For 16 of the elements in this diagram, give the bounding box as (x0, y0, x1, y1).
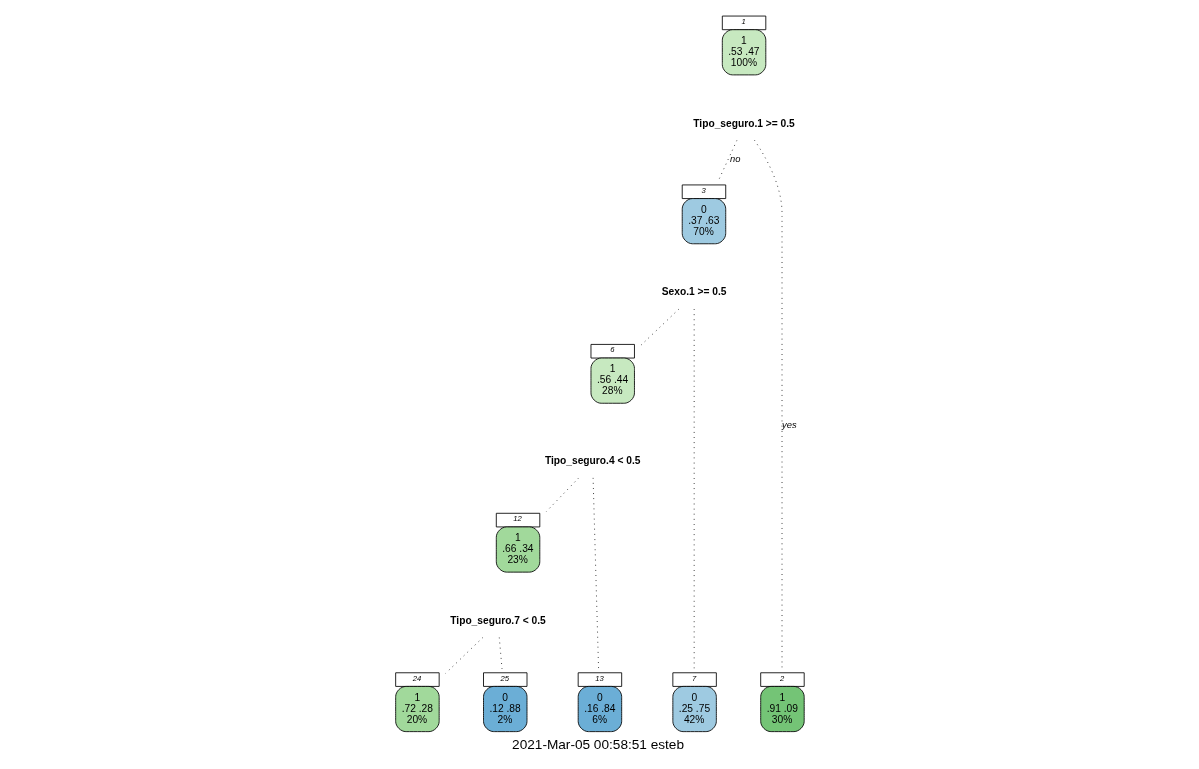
caption: 2021-Mar-05 00:58:51 esteb (512, 736, 685, 752)
edge-label: no (729, 154, 741, 165)
node-text: Tipo_seguro.4 < 0.5 (544, 455, 641, 467)
node-label: 25 (500, 673, 510, 683)
node-label: 24 (412, 673, 422, 683)
node-label: 1 (741, 16, 746, 26)
node-text: Sexo.1 >= 0.5 (661, 286, 727, 298)
node-label: 3 (701, 185, 706, 195)
edge-label: yes (782, 420, 797, 431)
node-label: 2 (779, 673, 785, 683)
node-label: 13 (595, 673, 604, 683)
node-text: Tipo_seguro.1 >= 0.5 (693, 117, 795, 129)
node-label: 12 (513, 514, 522, 524)
node-text: Tipo_seguro.7 < 0.5 (450, 614, 546, 626)
node-label: 7 (692, 673, 697, 683)
node-label: 6 (610, 345, 615, 355)
